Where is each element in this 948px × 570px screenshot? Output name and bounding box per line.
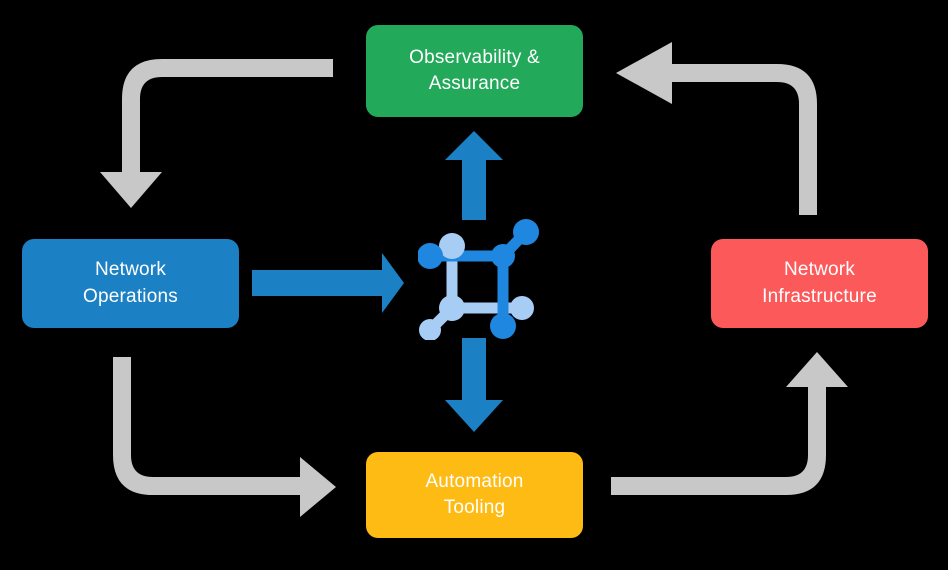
network-icon-light-nodes [419,233,534,340]
gray-arrow-automation-to-infrastructure [611,352,848,495]
node-network-operations[interactable]: Network Operations [22,239,239,328]
gray-arrow-infrastructure-to-observability [616,42,817,215]
gray-arrow-observability-to-operations [100,59,333,208]
network-topology-icon [418,219,539,340]
node-observability-assurance[interactable]: Observability & Assurance [366,25,583,117]
blue-arrow-center-to-automation [445,338,503,432]
node-network-operations-label: Network Operations [83,259,178,307]
blue-arrow-center-to-observability [445,131,503,220]
network-icon-dark-nodes [418,219,539,339]
node-observability-label: Observability & Assurance [409,46,540,94]
node-automation-tooling-label: Automation Tooling [425,470,524,518]
gray-arrow-operations-to-automation [113,357,336,517]
node-network-infrastructure-label: Network Infrastructure [762,259,877,307]
blue-arrow-operations-to-center [252,253,404,313]
node-automation-tooling[interactable]: Automation Tooling [366,452,583,538]
node-network-infrastructure[interactable]: Network Infrastructure [711,239,928,328]
